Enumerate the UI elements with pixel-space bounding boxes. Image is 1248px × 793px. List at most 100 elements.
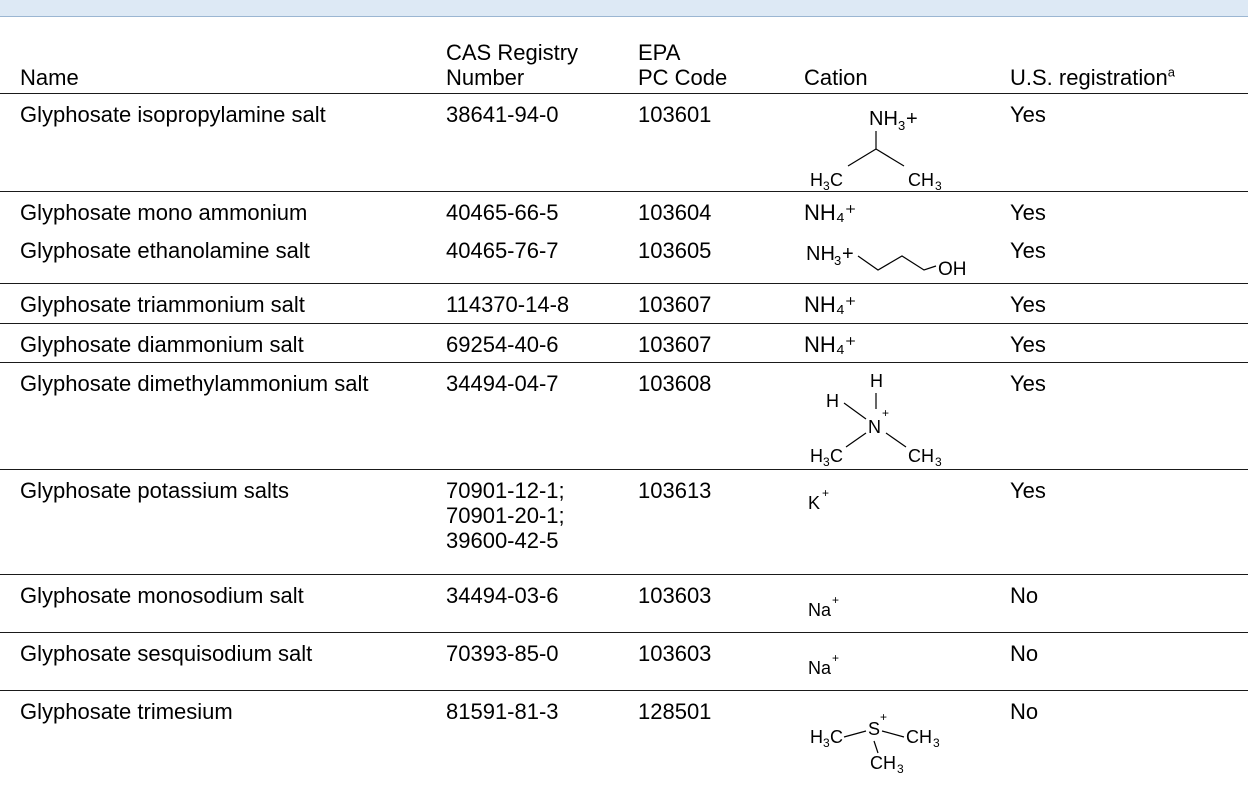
row-cas: 70901-12-1;70901-20-1;39600-42-5 xyxy=(446,478,565,553)
row-cas: 40465-76-7 xyxy=(446,238,559,263)
row-name: Glyphosate dimethylammonium salt xyxy=(20,371,369,396)
row-registration: Yes xyxy=(1010,238,1046,263)
svg-text:3: 3 xyxy=(823,179,830,193)
svg-text:+: + xyxy=(832,651,839,665)
row-name: Glyphosate trimesium xyxy=(20,699,233,724)
row-registration: Yes xyxy=(1010,200,1046,225)
svg-text:CH: CH xyxy=(906,727,932,747)
row-cas: 69254-40-6 xyxy=(446,332,559,357)
dimethylammonium-structure: H H N + H 3 C CH 3 xyxy=(810,371,942,469)
isopropylammonium-structure: NH 3 + H 3 C CH 3 xyxy=(810,108,942,193)
svg-text:H: H xyxy=(810,170,823,190)
svg-text:H: H xyxy=(870,371,883,391)
row-registration: Yes xyxy=(1010,371,1046,396)
row-epa: 103603 xyxy=(638,583,712,608)
row-name: Glyphosate sesquisodium salt xyxy=(20,641,313,666)
row-epa: 103607 xyxy=(638,292,712,317)
table-row: Glyphosate mono ammonium 40465-66-5 1036… xyxy=(0,192,1248,230)
row-cas: 34494-04-7 xyxy=(446,371,559,396)
sodium-structure: Na + xyxy=(808,593,839,620)
svg-text:C: C xyxy=(830,727,843,747)
header-name: Name xyxy=(20,65,79,90)
row-epa: 103604 xyxy=(638,200,712,225)
table-row: Glyphosate ethanolamine salt 40465-76-7 … xyxy=(0,230,1248,284)
row-cas: 34494-03-6 xyxy=(446,583,559,608)
svg-text:Na: Na xyxy=(808,658,832,678)
row-cation: NH₄⁺ xyxy=(804,332,857,357)
row-registration: Yes xyxy=(1010,332,1046,357)
svg-text:+: + xyxy=(906,108,918,130)
svg-text:3: 3 xyxy=(823,736,830,750)
row-name: Glyphosate diammonium salt xyxy=(20,332,304,357)
row-registration: No xyxy=(1010,699,1039,724)
header-cation: Cation xyxy=(804,65,868,90)
header-registration: U.S. registrationa xyxy=(1010,64,1175,90)
row-epa: 128501 xyxy=(638,699,712,724)
table-row: Glyphosate dimethylammonium salt 34494-0… xyxy=(0,363,1248,470)
table-row: Glyphosate diammonium salt 69254-40-6 10… xyxy=(0,324,1248,363)
svg-text:+: + xyxy=(882,406,889,420)
svg-text:3: 3 xyxy=(935,179,942,193)
svg-text:K: K xyxy=(808,493,820,513)
svg-text:H: H xyxy=(826,391,839,411)
table-row: Glyphosate isopropylamine salt 38641-94-… xyxy=(0,94,1248,193)
svg-text:+: + xyxy=(880,710,887,724)
svg-text:C: C xyxy=(830,170,843,190)
svg-text:3: 3 xyxy=(935,455,942,469)
svg-text:OH: OH xyxy=(938,259,967,280)
row-name: Glyphosate isopropylamine salt xyxy=(20,102,326,127)
svg-text:NH: NH xyxy=(806,243,835,265)
row-epa: 103605 xyxy=(638,238,712,263)
sodium-structure: Na + xyxy=(808,651,839,678)
svg-text:CH: CH xyxy=(870,753,896,773)
row-cas: 38641-94-0 xyxy=(446,102,559,127)
table-row: Glyphosate triammonium salt 114370-14-8 … xyxy=(0,284,1248,324)
svg-text:C: C xyxy=(830,446,843,466)
row-name: Glyphosate ethanolamine salt xyxy=(20,238,310,263)
row-epa: 103603 xyxy=(638,641,712,666)
row-name: Glyphosate monosodium salt xyxy=(20,583,304,608)
top-band xyxy=(0,0,1248,17)
table-row: Glyphosate sesquisodium salt 70393-85-0 … xyxy=(0,633,1248,691)
row-cas: 81591-81-3 xyxy=(446,699,559,724)
row-cation: NH₄⁺ xyxy=(804,292,857,317)
svg-text:H: H xyxy=(810,446,823,466)
row-epa: 103601 xyxy=(638,102,712,127)
trimethylsulfonium-structure: H 3 C S + CH 3 CH 3 xyxy=(810,710,940,776)
row-name: Glyphosate potassium salts xyxy=(20,478,290,503)
row-cas: 114370-14-8 xyxy=(446,292,570,317)
svg-text:S: S xyxy=(868,719,880,739)
row-registration: No xyxy=(1010,641,1039,666)
svg-text:3: 3 xyxy=(933,736,940,750)
svg-text:3: 3 xyxy=(823,455,830,469)
svg-text:+: + xyxy=(842,243,854,265)
row-registration: Yes xyxy=(1010,478,1046,503)
ethanolammonium-structure: NH 3 + OH xyxy=(806,243,967,280)
table-row: Glyphosate potassium salts 70901-12-1;70… xyxy=(0,470,1248,575)
row-cas: 70393-85-0 xyxy=(446,641,559,666)
svg-text:3: 3 xyxy=(897,762,904,776)
svg-text:3: 3 xyxy=(834,253,841,268)
svg-text:H: H xyxy=(810,727,823,747)
svg-text:CH: CH xyxy=(908,170,934,190)
svg-text:Na: Na xyxy=(808,600,832,620)
svg-text:3: 3 xyxy=(898,118,905,133)
row-cation: NH₄⁺ xyxy=(804,200,857,225)
svg-text:CH: CH xyxy=(908,446,934,466)
row-epa: 103608 xyxy=(638,371,712,396)
row-name: Glyphosate mono ammonium xyxy=(20,200,308,225)
row-epa: 103613 xyxy=(638,478,712,503)
table-row: Glyphosate trimesium 81591-81-3 128501 H… xyxy=(0,691,1248,793)
row-registration: Yes xyxy=(1010,102,1046,127)
table-row: Glyphosate monosodium salt 34494-03-6 10… xyxy=(0,575,1248,633)
row-epa: 103607 xyxy=(638,332,712,357)
row-cas: 40465-66-5 xyxy=(446,200,559,225)
svg-text:+: + xyxy=(832,593,839,607)
row-registration: No xyxy=(1010,583,1039,608)
row-name: Glyphosate triammonium salt xyxy=(20,292,305,317)
svg-text:NH: NH xyxy=(869,108,898,130)
row-registration: Yes xyxy=(1010,292,1046,317)
